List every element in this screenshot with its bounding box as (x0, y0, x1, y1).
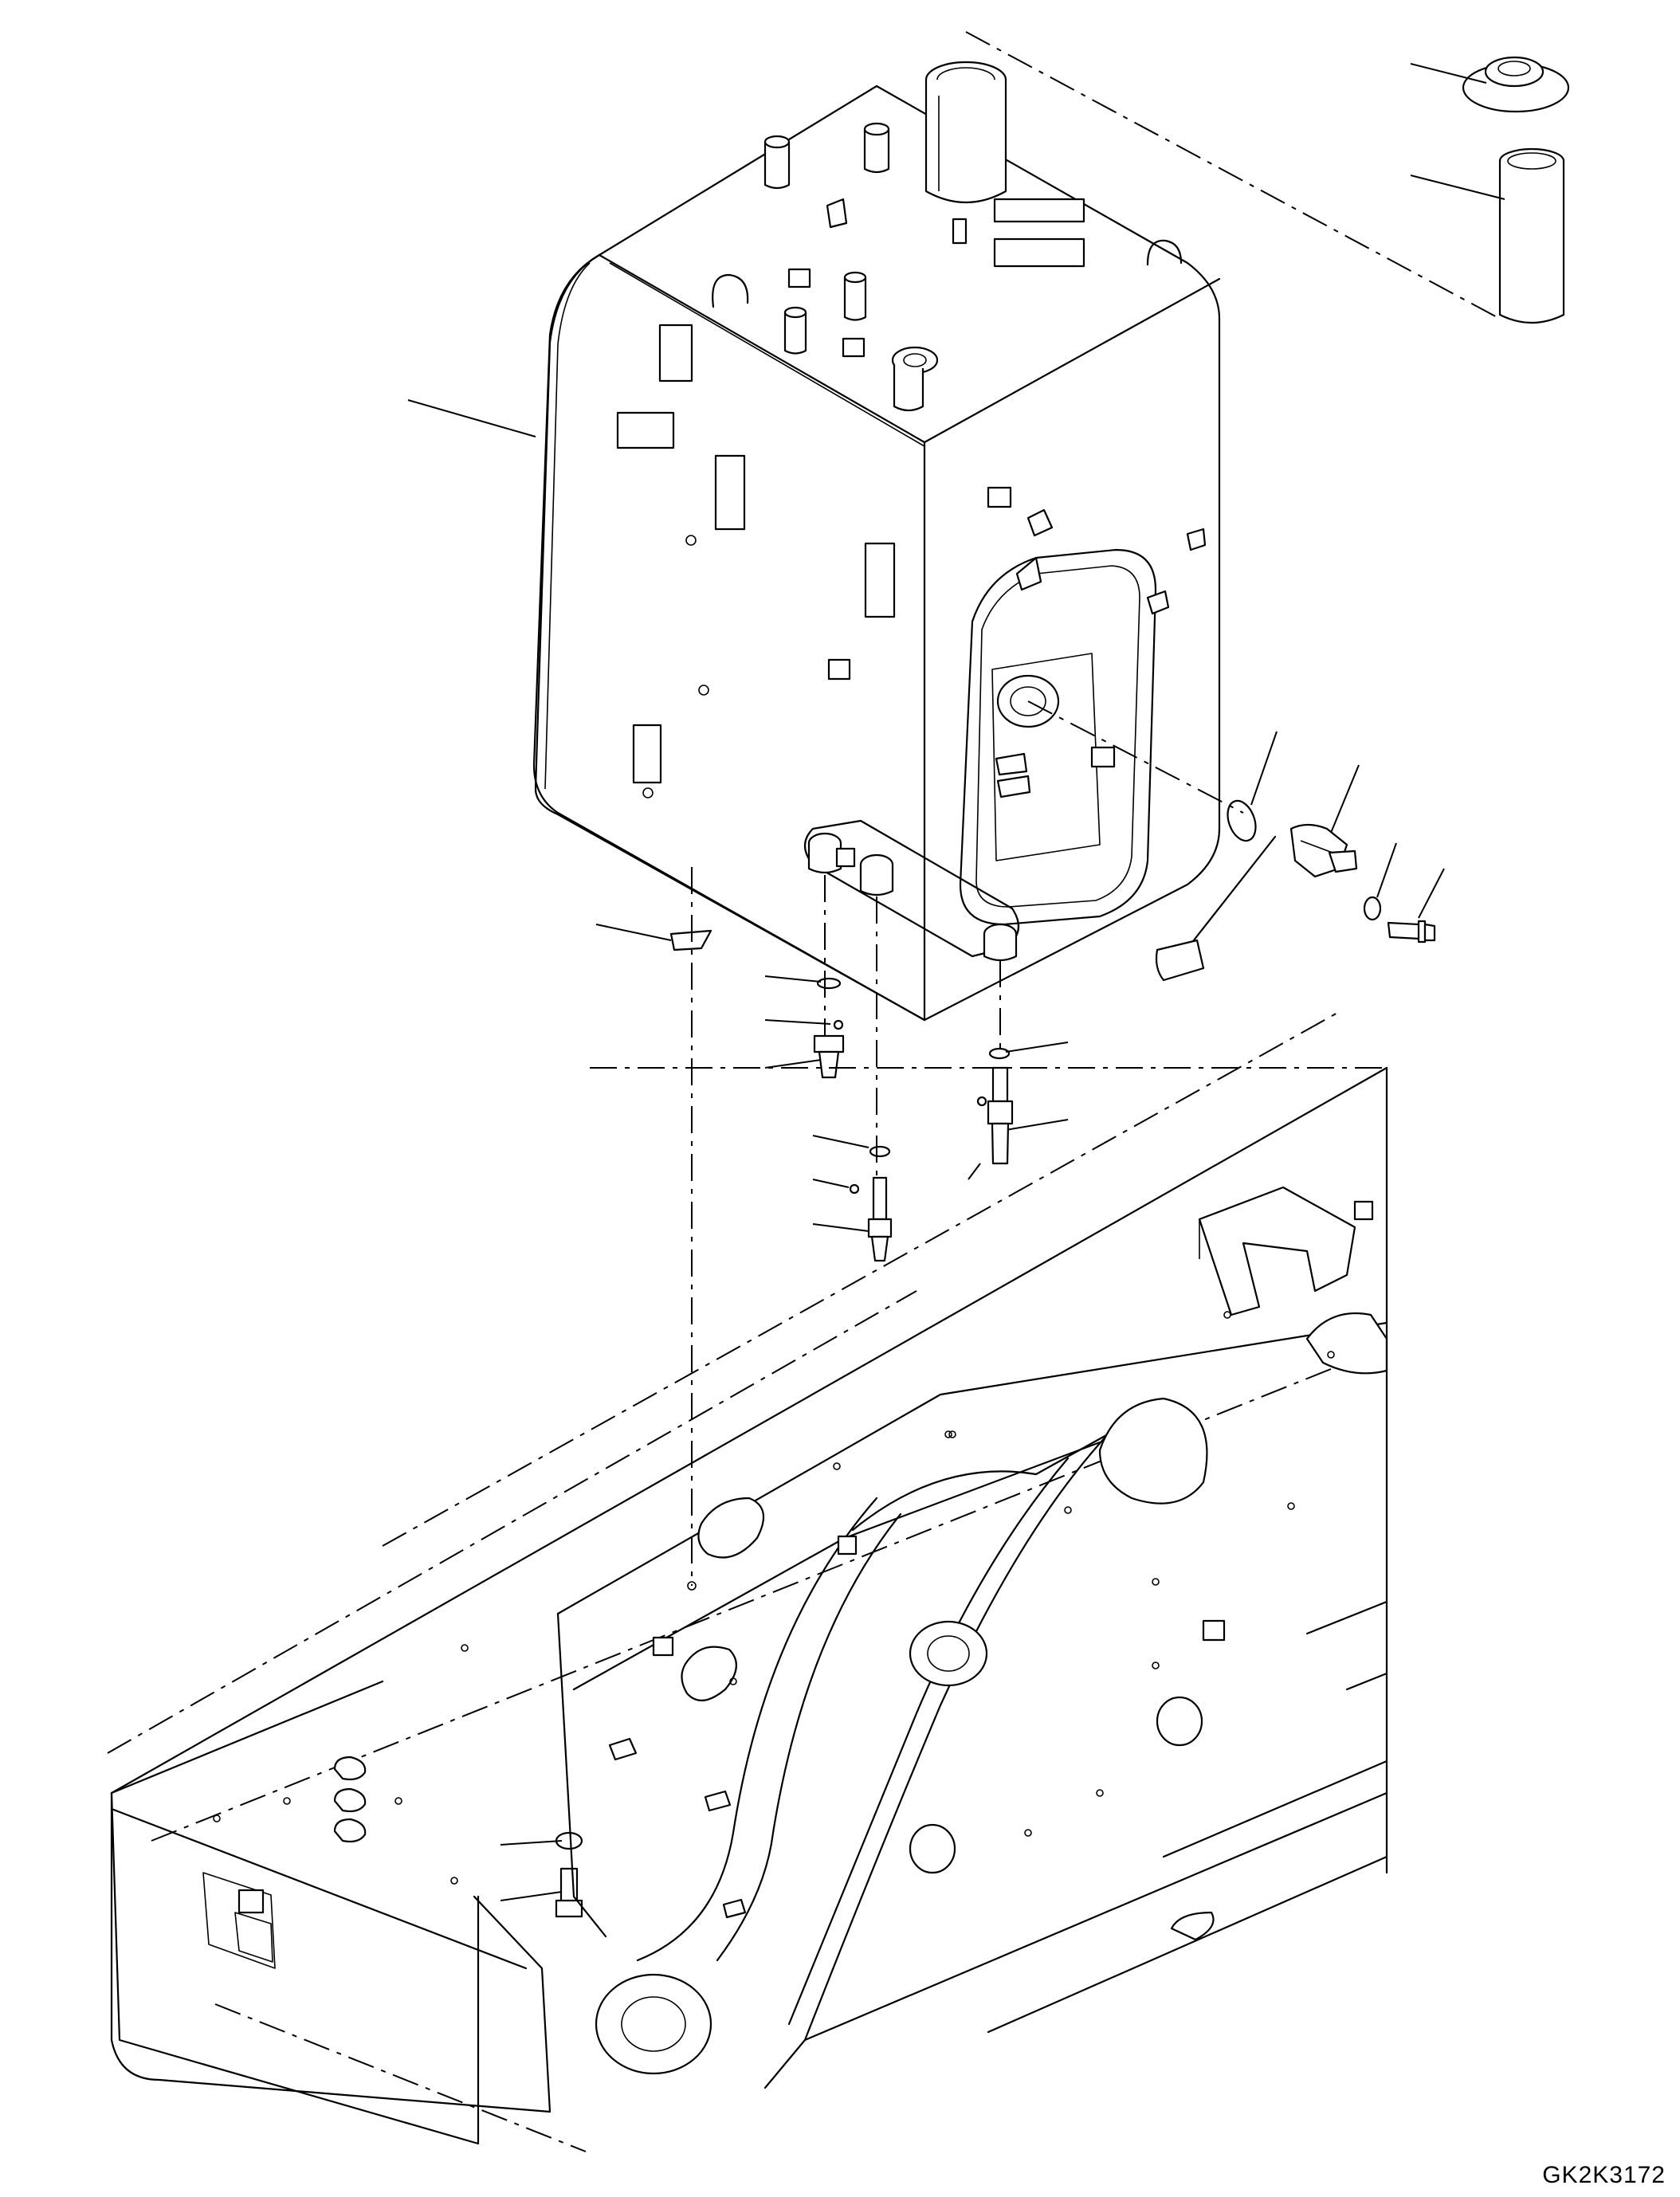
level-gauge (1155, 799, 1436, 982)
drawing-code: GK2K3172 (1542, 2162, 1666, 2188)
revolving-frame (107, 1011, 1388, 2152)
top-bosses (712, 122, 1183, 412)
assembly-centerlines (590, 31, 1501, 1586)
strainer (1498, 147, 1565, 324)
tank-side-pads (616, 324, 896, 798)
tank-base-bracket (803, 819, 1020, 962)
filler-neck (924, 61, 1007, 203)
fasteners (555, 929, 1014, 1918)
filler-cap (1462, 56, 1570, 113)
callout-leaders (407, 63, 1505, 1901)
